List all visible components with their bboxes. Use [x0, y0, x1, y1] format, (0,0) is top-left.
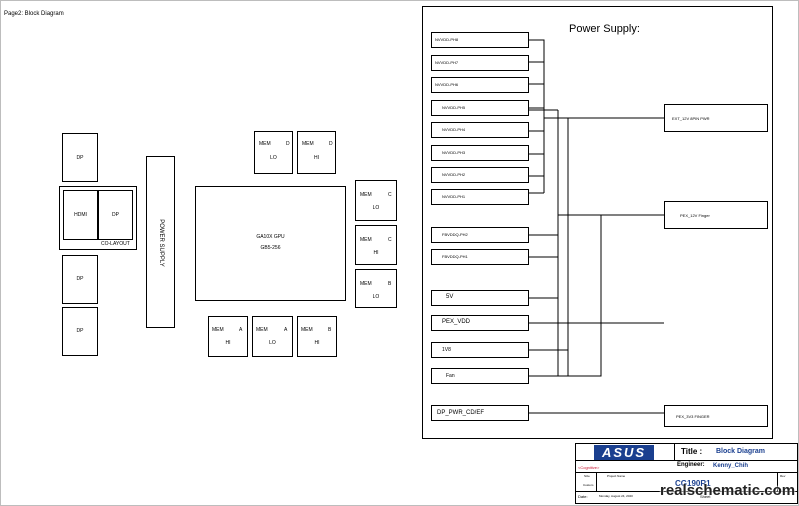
mem-b-hi: MEM B HI	[297, 316, 337, 357]
gpu-block: GA10X GPU GB5-256	[195, 186, 346, 301]
gpu-name: GA10X GPU	[256, 234, 285, 240]
input-pex-3v3-finger: PEX_3V3 FINGER	[664, 405, 768, 427]
title-label: Title :	[681, 447, 703, 456]
rail-nvvdd-ph6: NVVDD-PH6	[431, 77, 529, 93]
project-value: CG190R1	[675, 479, 711, 488]
sheet-label: Sheet	[700, 494, 711, 499]
rail-fan: Fan	[431, 368, 529, 384]
divider	[596, 472, 597, 491]
company-label: <Cognitive>	[578, 465, 600, 470]
dp-label: DP	[112, 212, 119, 218]
mem-d-lo: MEM D LO	[254, 131, 293, 174]
mem-c-hi: MEM C HI	[355, 225, 397, 265]
date-value: Monday, August 24, 2020	[599, 494, 633, 498]
rail-5v: 5V	[431, 290, 529, 306]
logo-cell: ASUS	[576, 444, 675, 461]
size-label: Size	[584, 474, 590, 478]
input-ext-12v: EXT_12V 8PIN PWR	[664, 104, 768, 132]
engineer-value: Kenny_Chih	[713, 463, 749, 469]
rail-nvvdd-ph2: NVVDD-PH2	[431, 167, 529, 183]
mem-a-hi: MEM A HI	[208, 316, 248, 357]
dp-connector-1: DP	[62, 133, 98, 182]
hdmi-label: HDMI	[74, 212, 87, 218]
rail-nvvdd-ph1: NVVDD-PH1	[431, 189, 529, 205]
hdmi-connector: HDMI	[63, 190, 98, 240]
dp-label: DP	[76, 328, 84, 334]
divider	[576, 491, 798, 492]
rail-fbvddq-ph1: FBVDDQ-PH1	[431, 249, 529, 265]
dp-label: DP	[76, 155, 84, 161]
page-label: Page2: Block Diagram	[4, 11, 64, 17]
project-label: Project Name	[607, 474, 626, 478]
asus-logo: ASUS	[594, 445, 654, 460]
divider	[777, 472, 778, 491]
rail-pex-vdd: PEX_VDD	[431, 315, 529, 331]
rail-nvvdd-ph5: NVVDD-PH5	[431, 100, 529, 116]
rail-nvvdd-ph3: NVVDD-PH3	[431, 145, 529, 161]
mem-a-lo: MEM A LO	[252, 316, 293, 357]
input-pex-12v-finger: PEX_12V Finger	[664, 201, 768, 229]
engineer-label: Engineer:	[677, 462, 705, 468]
co-layout-group: HDMI DP CO-LAYOUT	[59, 186, 137, 250]
date-label: Date:	[578, 494, 588, 499]
rail-1v8: 1V8	[431, 342, 529, 358]
dp-co-connector: DP	[98, 190, 133, 240]
rail-nvvdd-ph7: NVVDD-PH7	[431, 55, 529, 71]
mem-c-lo: MEM C LO	[355, 180, 397, 221]
title-value: Block Diagram	[716, 448, 766, 455]
divider	[675, 460, 798, 461]
watermark: realschematic.com	[660, 482, 796, 499]
rail-dp-pwr: DP_PWR_CD/EF	[431, 405, 529, 421]
dp-label: DP	[76, 276, 84, 282]
rail-nvvdd-ph4: NVVDD-PH4	[431, 122, 529, 138]
dp-connector-3: DP	[62, 255, 98, 304]
gpu-package: GB5-256	[260, 245, 281, 251]
power-supply-block: POWER SUPPLY	[146, 156, 175, 328]
rev-label: Rev	[780, 474, 786, 478]
co-layout-label: CO-LAYOUT	[101, 241, 130, 247]
divider	[576, 472, 798, 473]
mem-d-hi: MEM D HI	[297, 131, 336, 174]
power-supply-title: Power Supply:	[569, 23, 640, 35]
rail-nvvdd-ph8: NVVDD-PH8	[431, 32, 529, 48]
mem-b-lo: MEM B LO	[355, 269, 397, 308]
rail-fbvddq-ph2: FBVDDQ-PH2	[431, 227, 529, 243]
size-value: Custom	[583, 483, 594, 487]
dp-connector-4: DP	[62, 307, 98, 356]
